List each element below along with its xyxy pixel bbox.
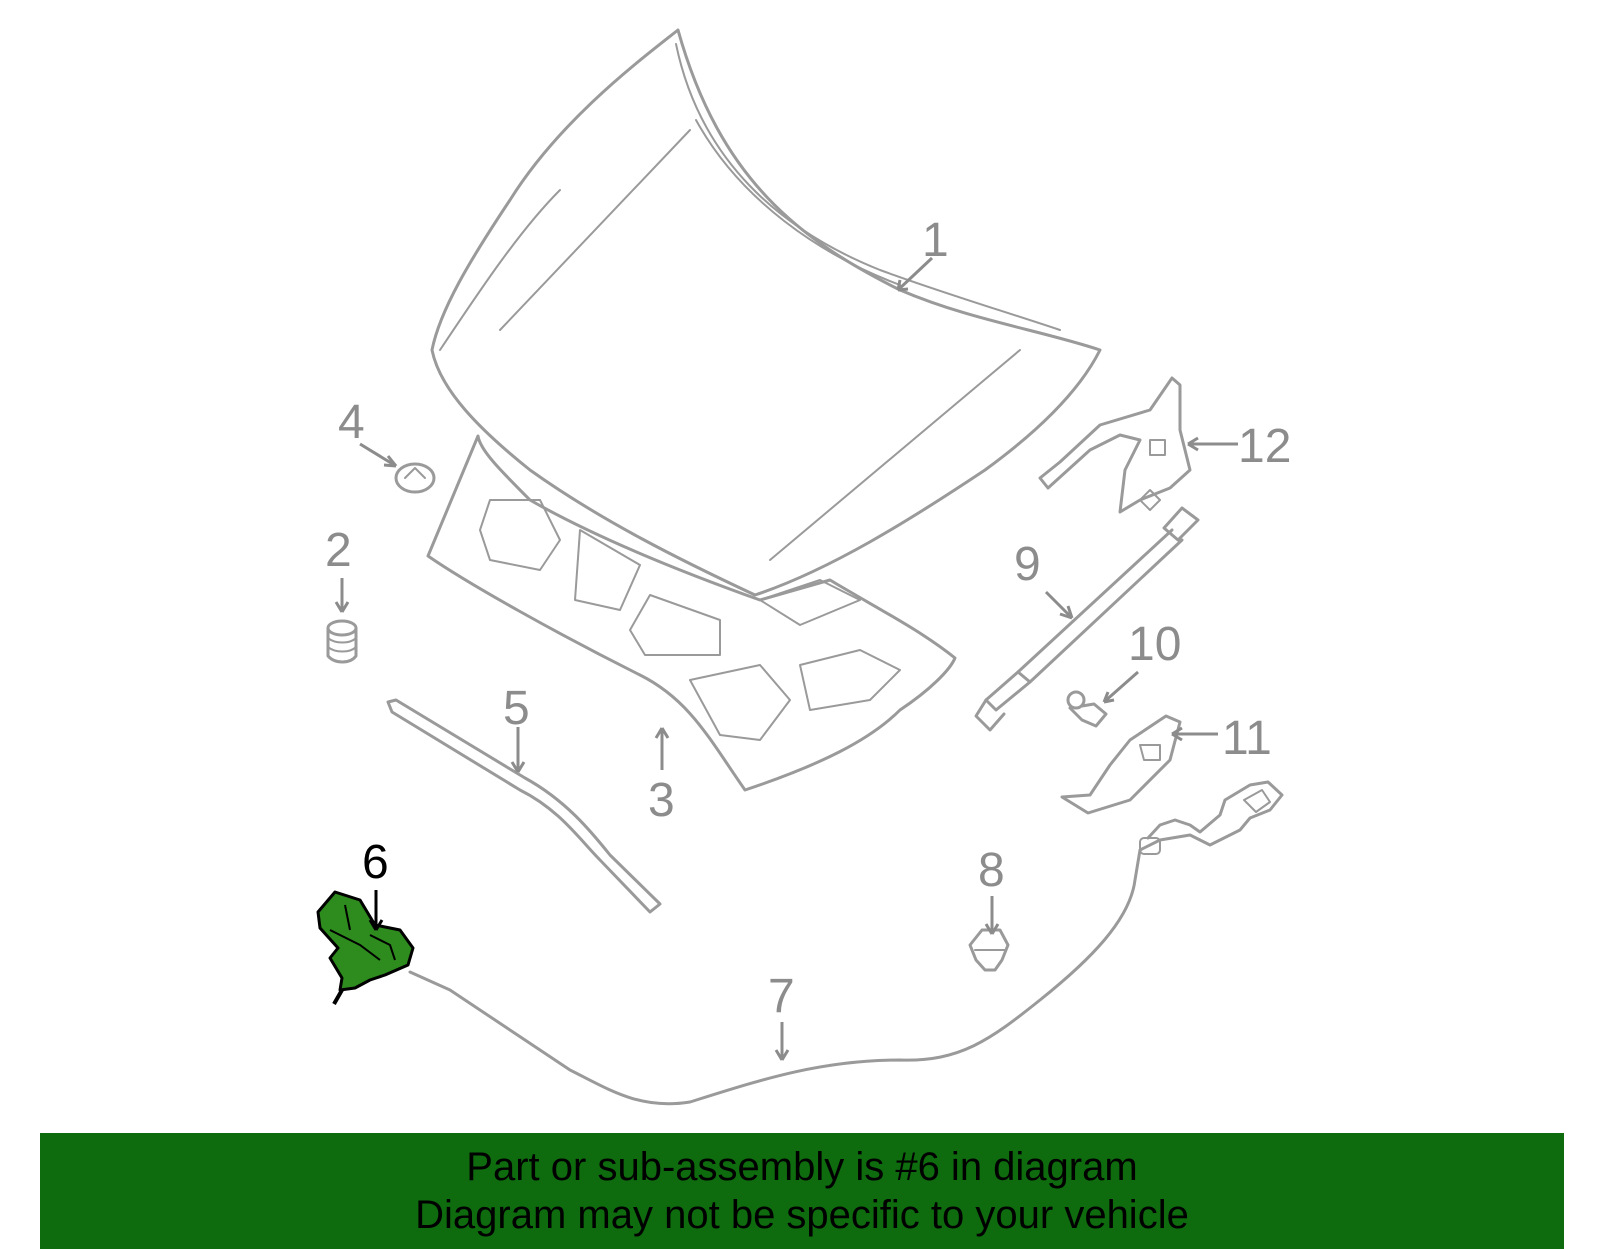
- callout-7: 7: [768, 970, 795, 1023]
- parts-diagram: 1 2 3 4 5 6 7 8 9 10 11 12: [316, 28, 1291, 1106]
- callout-2: 2: [325, 524, 352, 577]
- part-12-hinge: [1038, 376, 1192, 514]
- part-6-latch: [316, 890, 415, 1005]
- banner-line-disclaimer: Diagram may not be specific to your vehi…: [415, 1193, 1189, 1237]
- callout-4: 4: [338, 396, 365, 449]
- part-2-cushion: [326, 619, 358, 664]
- callout-8: 8: [978, 844, 1005, 897]
- part-7-release-cable: [408, 780, 1284, 1106]
- part-4-bumper: [394, 462, 436, 494]
- callout-12: 12: [1238, 420, 1291, 473]
- part-3-hood-insulator: [426, 434, 957, 792]
- callout-10: 10: [1128, 618, 1181, 671]
- info-banner: Part or sub-assembly is #6 in diagram Di…: [40, 1133, 1564, 1249]
- part-5-seal: [386, 698, 662, 914]
- callout-11: 11: [1222, 712, 1272, 765]
- banner-line-part-number: Part or sub-assembly is #6 in diagram: [466, 1145, 1138, 1189]
- callout-5: 5: [503, 682, 530, 735]
- callout-3: 3: [648, 774, 675, 827]
- part-1-hood: [430, 28, 1102, 597]
- part-8-clip: [968, 928, 1010, 972]
- callout-1: 1: [922, 214, 949, 267]
- callout-6: 6: [362, 836, 389, 889]
- callout-9: 9: [1014, 538, 1041, 591]
- part-10-ball-stud: [1066, 690, 1108, 728]
- callout-arrows: [334, 256, 1238, 1061]
- part-9-support-strut: [974, 506, 1200, 732]
- part-11-striker-bracket: [1060, 714, 1182, 815]
